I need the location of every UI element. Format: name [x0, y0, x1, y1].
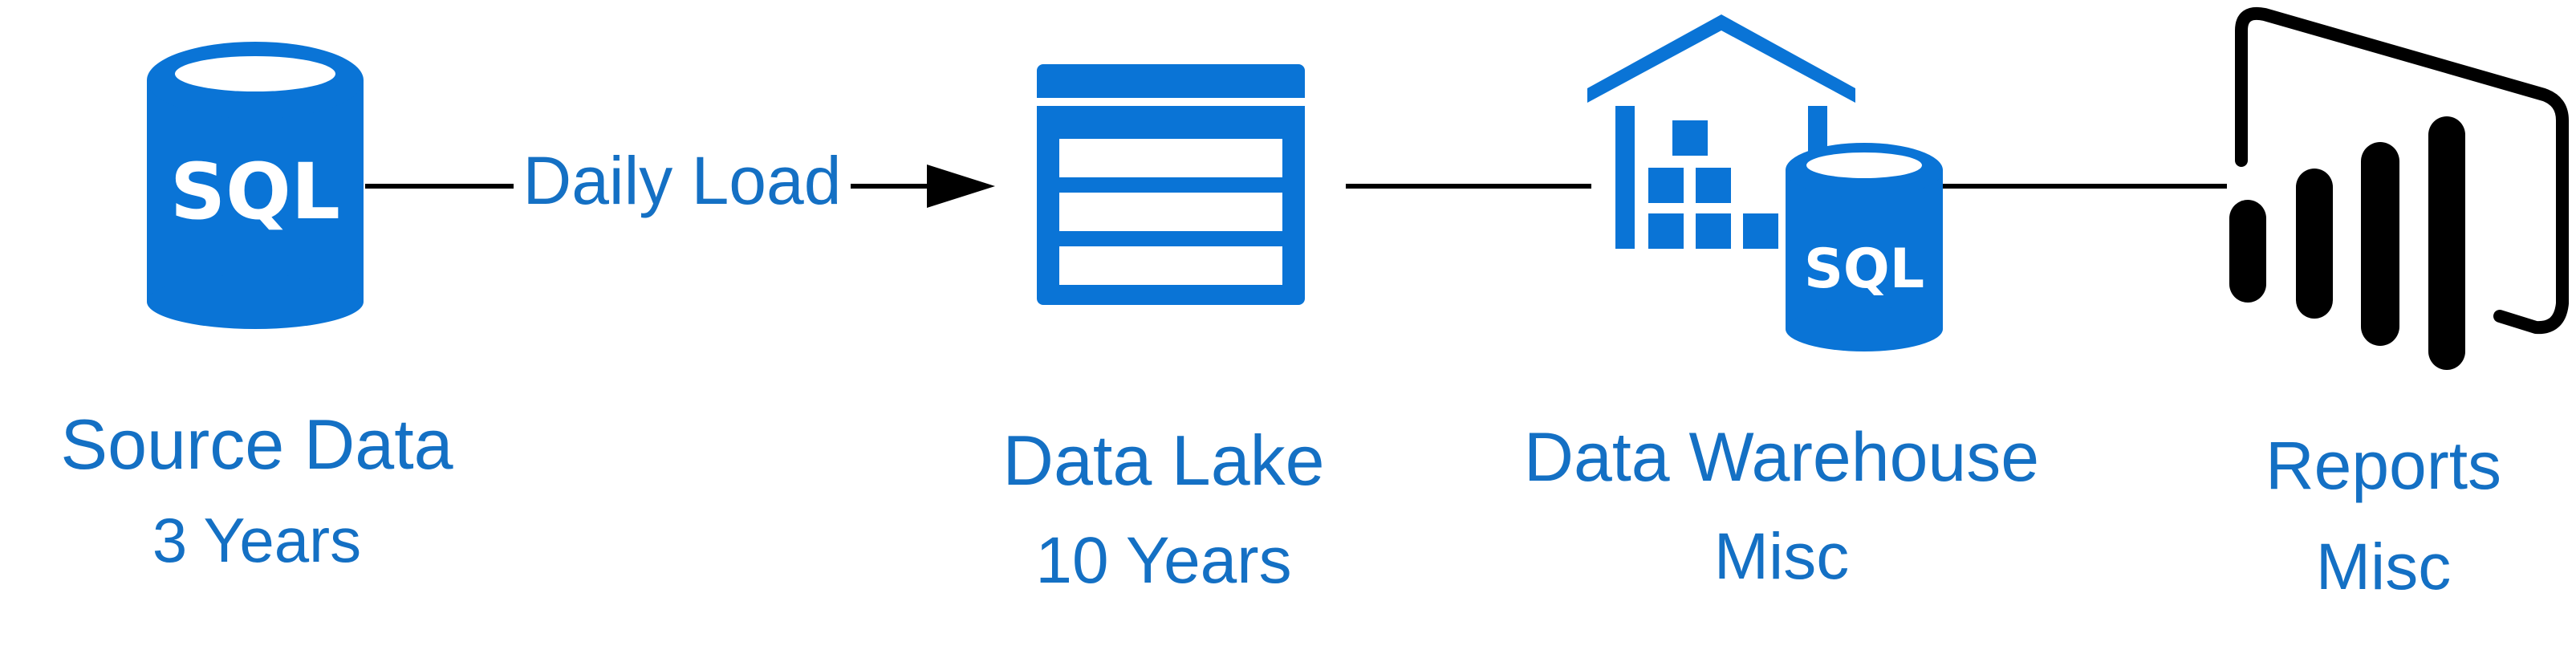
power-bi-icon — [2229, 7, 2569, 370]
warehouse-sql-icon-label: SQL — [1804, 238, 1924, 301]
node-subtitle: 3 Years — [152, 505, 362, 575]
node-title: Data Lake — [1002, 420, 1325, 500]
data-lake-table-icon — [1037, 64, 1305, 305]
node-label-data-warehouse: Data Warehouse Misc — [1469, 423, 2095, 590]
node-subtitle: Misc — [1713, 520, 1850, 593]
node-label-reports: Reports Misc — [2143, 432, 2576, 600]
node-title: Source Data — [60, 404, 453, 484]
node-subtitle: Misc — [2315, 530, 2452, 603]
data-warehouse-icon: SQL — [1587, 14, 1943, 351]
node-title: Data Warehouse — [1523, 419, 2040, 496]
edge-label-daily-load: Daily Load — [514, 147, 851, 214]
node-title: Reports — [2265, 428, 2502, 503]
node-label-source-data: Source Data 3 Years — [16, 404, 498, 575]
node-label-data-lake: Data Lake 10 Years — [923, 425, 1404, 594]
sql-database-icon: SQL — [147, 42, 364, 329]
sql-icon-label: SQL — [170, 147, 340, 237]
node-subtitle: 10 Years — [1035, 524, 1292, 597]
arrowhead-icon — [927, 165, 995, 208]
